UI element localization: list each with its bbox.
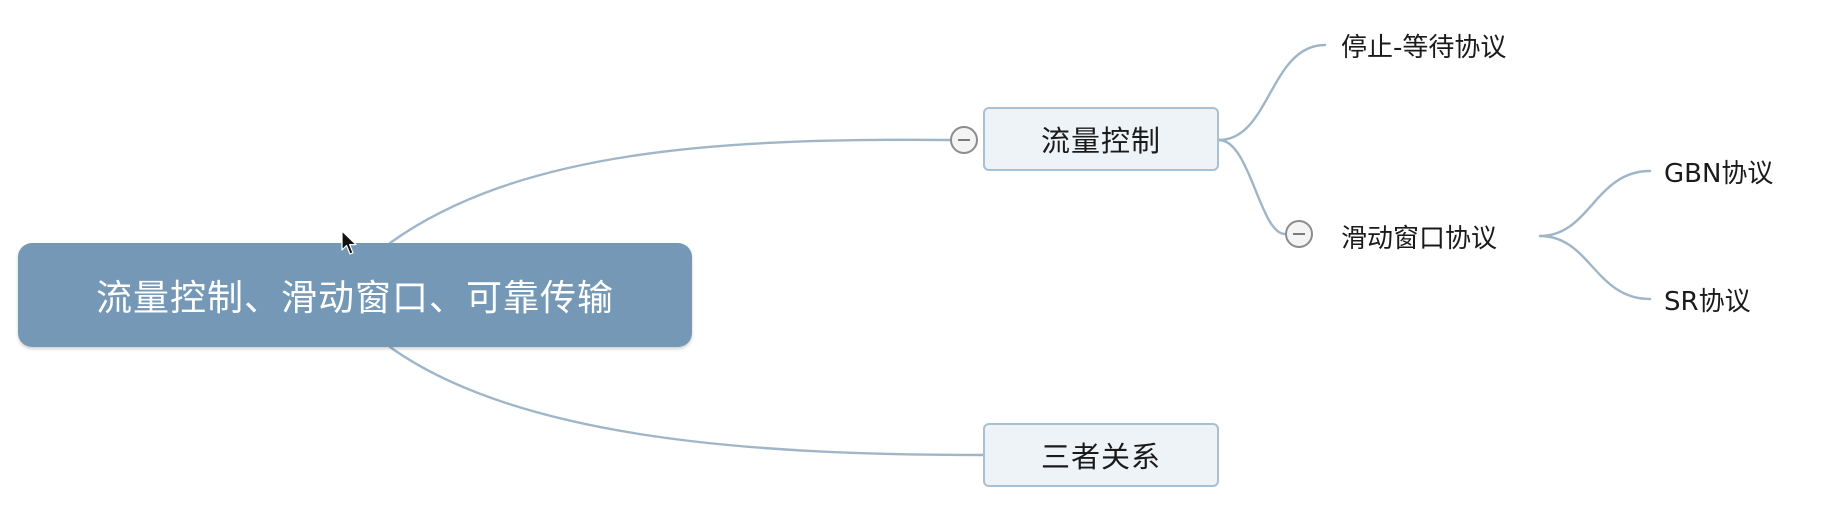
connector-sliding-window-to-sr: [1538, 234, 1652, 301]
connector-root-to-relationship: [388, 345, 985, 457]
collapse-minus-icon[interactable]: [950, 126, 978, 154]
connector-root-to-flow-control: [388, 138, 952, 245]
connector-sliding-window-to-gbn: [1538, 169, 1652, 238]
subtopic-gbn[interactable]: GBN协议: [1664, 148, 1773, 194]
topic-flow-control[interactable]: 流量控制: [983, 107, 1219, 171]
subtopic-sr-label: SR协议: [1664, 286, 1751, 317]
connector-flow-control-to-sliding-window: [1217, 138, 1287, 236]
subtopic-sliding-window-label: 滑动窗口协议: [1341, 223, 1498, 254]
topic-relationship[interactable]: 三者关系: [983, 423, 1219, 487]
subtopic-sliding-window[interactable]: 滑动窗口协议: [1341, 213, 1497, 259]
subtopic-stop-and-wait-label: 停止-等待协议: [1341, 32, 1507, 63]
connector-flow-control-to-stop-wait: [1217, 43, 1327, 142]
collapse-minus-icon[interactable]: [1285, 220, 1313, 248]
mouse-pointer-icon: [341, 230, 357, 255]
subtopic-sr[interactable]: SR协议: [1664, 276, 1751, 322]
subtopic-stop-and-wait[interactable]: 停止-等待协议: [1341, 22, 1506, 68]
topic-flow-control-label: 流量控制: [1040, 124, 1161, 158]
topic-relationship-label: 三者关系: [1040, 440, 1161, 474]
root-topic-node[interactable]: 流量控制、滑动窗口、可靠传输: [18, 243, 692, 347]
root-topic-label: 流量控制、滑动窗口、可靠传输: [95, 278, 614, 319]
subtopic-gbn-label: GBN协议: [1664, 158, 1774, 189]
